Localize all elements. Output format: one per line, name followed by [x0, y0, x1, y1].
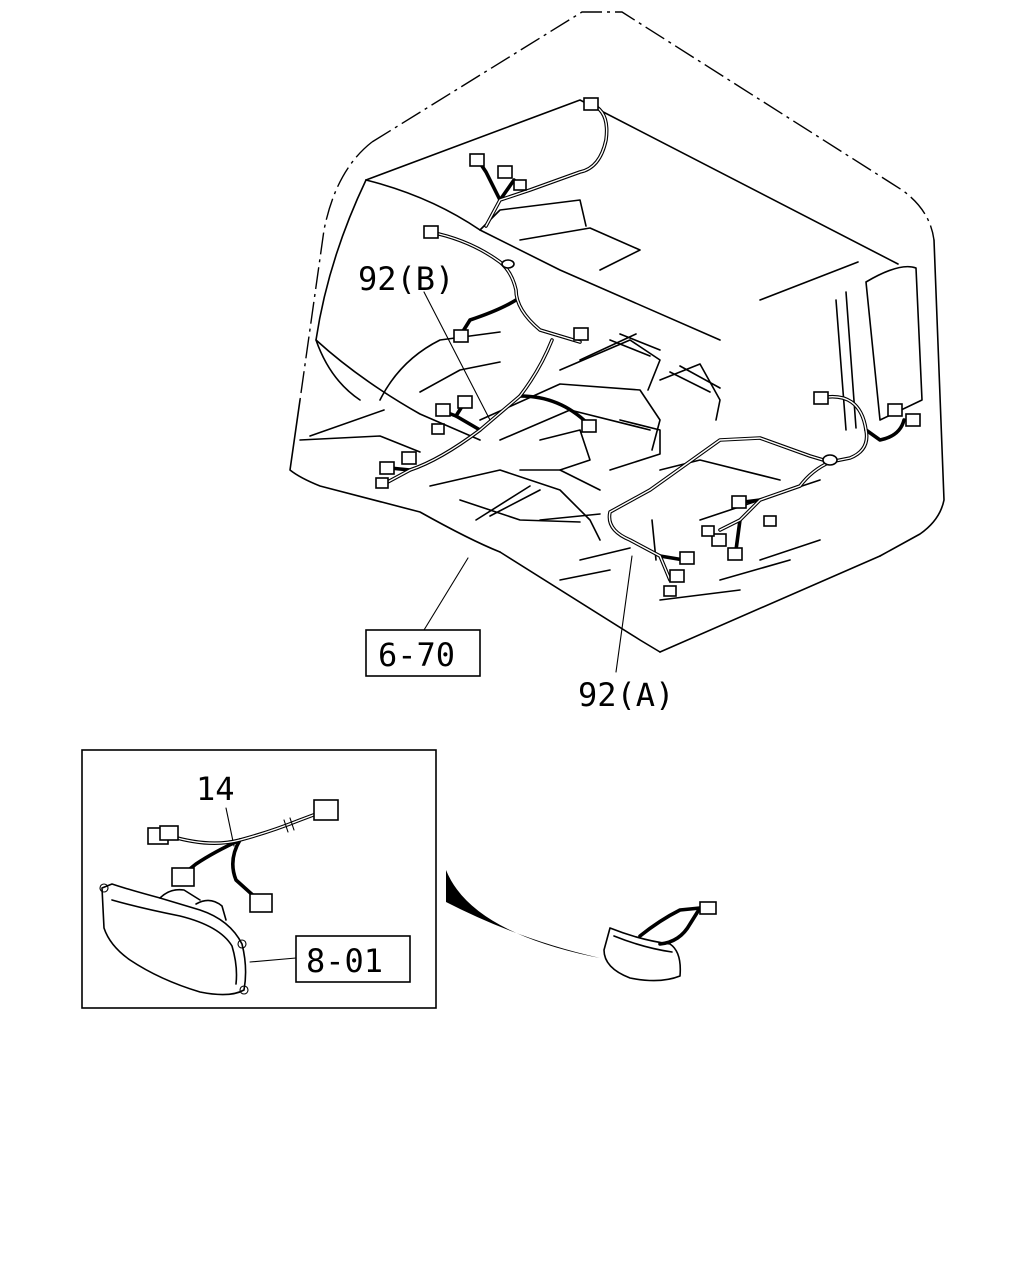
- harness-roof: [469, 97, 609, 228]
- location-pointer: [446, 870, 600, 958]
- leader-92a: [615, 555, 633, 673]
- lamp-harness: [147, 799, 339, 913]
- headlamp-icon: [99, 883, 249, 996]
- ref-box-801: [295, 935, 411, 983]
- small-headlamp-icon: [603, 901, 717, 982]
- cab-outline: [289, 11, 945, 653]
- detail-inset: 14 8-01: [81, 749, 437, 1009]
- label-801: 8-01: [306, 942, 383, 980]
- label-14: 14: [196, 770, 235, 808]
- leader-92b: [423, 291, 491, 421]
- label-670: 6-70: [378, 636, 455, 674]
- harness-92a: [607, 391, 921, 597]
- ref-box-670: [365, 629, 481, 677]
- harness-92b: [375, 225, 597, 489]
- leader-670: [423, 557, 469, 631]
- label-92b: 92(B): [358, 260, 454, 298]
- label-92a: 92(A): [578, 676, 674, 714]
